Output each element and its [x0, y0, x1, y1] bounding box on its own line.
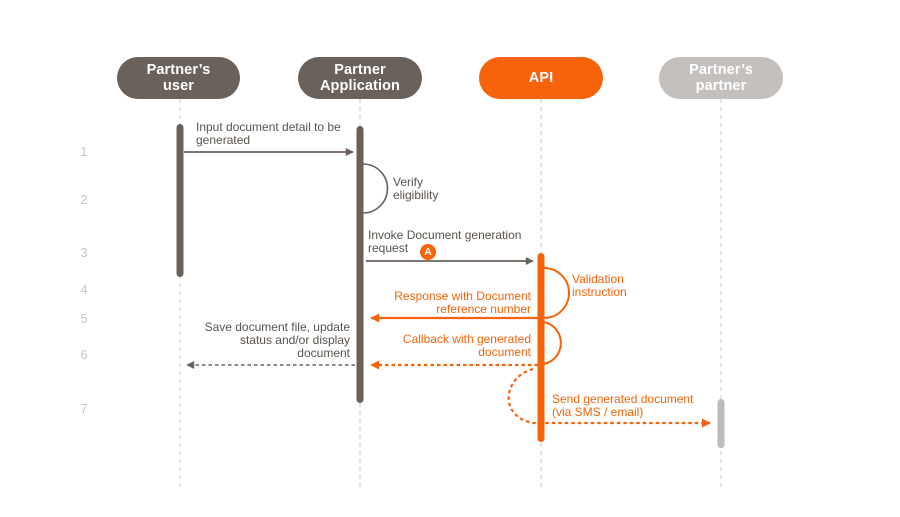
- activation-bar-partners-partner: [717, 399, 725, 448]
- activation-bar-api: [537, 253, 545, 442]
- activation-bar-partner-application: [356, 126, 364, 403]
- badge-a: A: [420, 244, 436, 260]
- actor-pill-partners-partner: Partner’s partner: [659, 57, 783, 99]
- step-number-1: 1: [80, 144, 88, 159]
- label-callback: Callback with generated document: [402, 332, 531, 359]
- message-arrows: [184, 148, 711, 428]
- step-number-6: 6: [80, 347, 88, 362]
- actor-pill-partner-application: Partner Application: [298, 57, 422, 99]
- label-response: Response with Document reference number: [394, 289, 531, 316]
- label-verify-eligibility: Verify eligibility: [393, 175, 439, 202]
- self-loop-verify-eligibility: [362, 163, 389, 214]
- self-loop-generate-document: [543, 321, 562, 365]
- step-number-4: 4: [80, 282, 88, 297]
- activation-bars: [176, 124, 725, 448]
- activation-bar-partners-user: [176, 124, 184, 277]
- step-number-3: 3: [80, 245, 88, 260]
- step-number-2: 2: [80, 192, 88, 207]
- step-number-5: 5: [80, 311, 88, 326]
- self-loop-validation-instruction: [543, 267, 570, 319]
- label-input-document: Input document detail to be generated: [196, 120, 341, 147]
- label-invoke-request: Invoke Document generation request: [368, 228, 522, 255]
- label-validation-instruction: Validation instruction: [572, 272, 627, 299]
- actor-pill-partners-user: Partner’s user: [117, 57, 240, 99]
- step-number-7: 7: [80, 401, 88, 416]
- label-save-document: Save document file, update status and/or…: [204, 320, 350, 360]
- label-send-document: Send generated document (via SMS / email…: [552, 392, 694, 419]
- actor-pill-api: API: [479, 57, 603, 99]
